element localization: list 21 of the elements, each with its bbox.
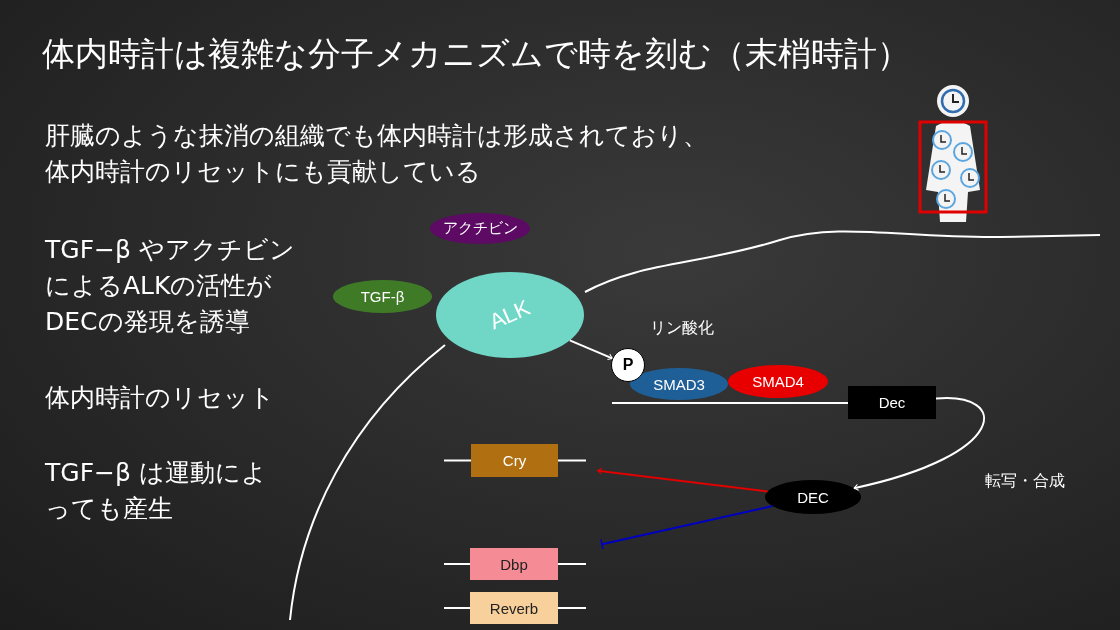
gene-box: Reverb: [470, 592, 558, 624]
gene-box: Dec: [848, 386, 936, 419]
arrow: [568, 339, 614, 361]
gene-box: Dbp: [470, 548, 558, 580]
protein-ellipse: SMAD3: [630, 368, 728, 400]
slide-title: 体内時計は複雑な分子メカニズムで時を刻む（末梢時計）: [42, 33, 910, 75]
body-text: TGF−β は運動によっても産生: [45, 457, 267, 525]
body-text: TGF−β やアクチビンによるALKの活性がDECの発現を誘導: [45, 234, 296, 338]
phosphate-circle: P: [611, 348, 645, 382]
ligand-ellipse: アクチビン: [430, 213, 530, 244]
protein-ellipse: DEC: [765, 480, 861, 514]
ligand-ellipse: TGF-β: [333, 280, 432, 313]
receptor-ellipse: ALK: [436, 272, 584, 358]
body-text: 体内時計のリセット: [45, 382, 276, 414]
body-text: 肝臓のような抹消の組織でも体内時計は形成されており、体内時計のリセットにも貢献している: [45, 120, 709, 188]
protein-ellipse: SMAD4: [728, 365, 828, 398]
arrow: [853, 397, 986, 491]
edge-label: リン酸化: [650, 318, 714, 339]
gene-box: Cry: [471, 444, 558, 477]
arrow: [596, 467, 769, 493]
edge-label: 転写・合成: [985, 471, 1065, 492]
